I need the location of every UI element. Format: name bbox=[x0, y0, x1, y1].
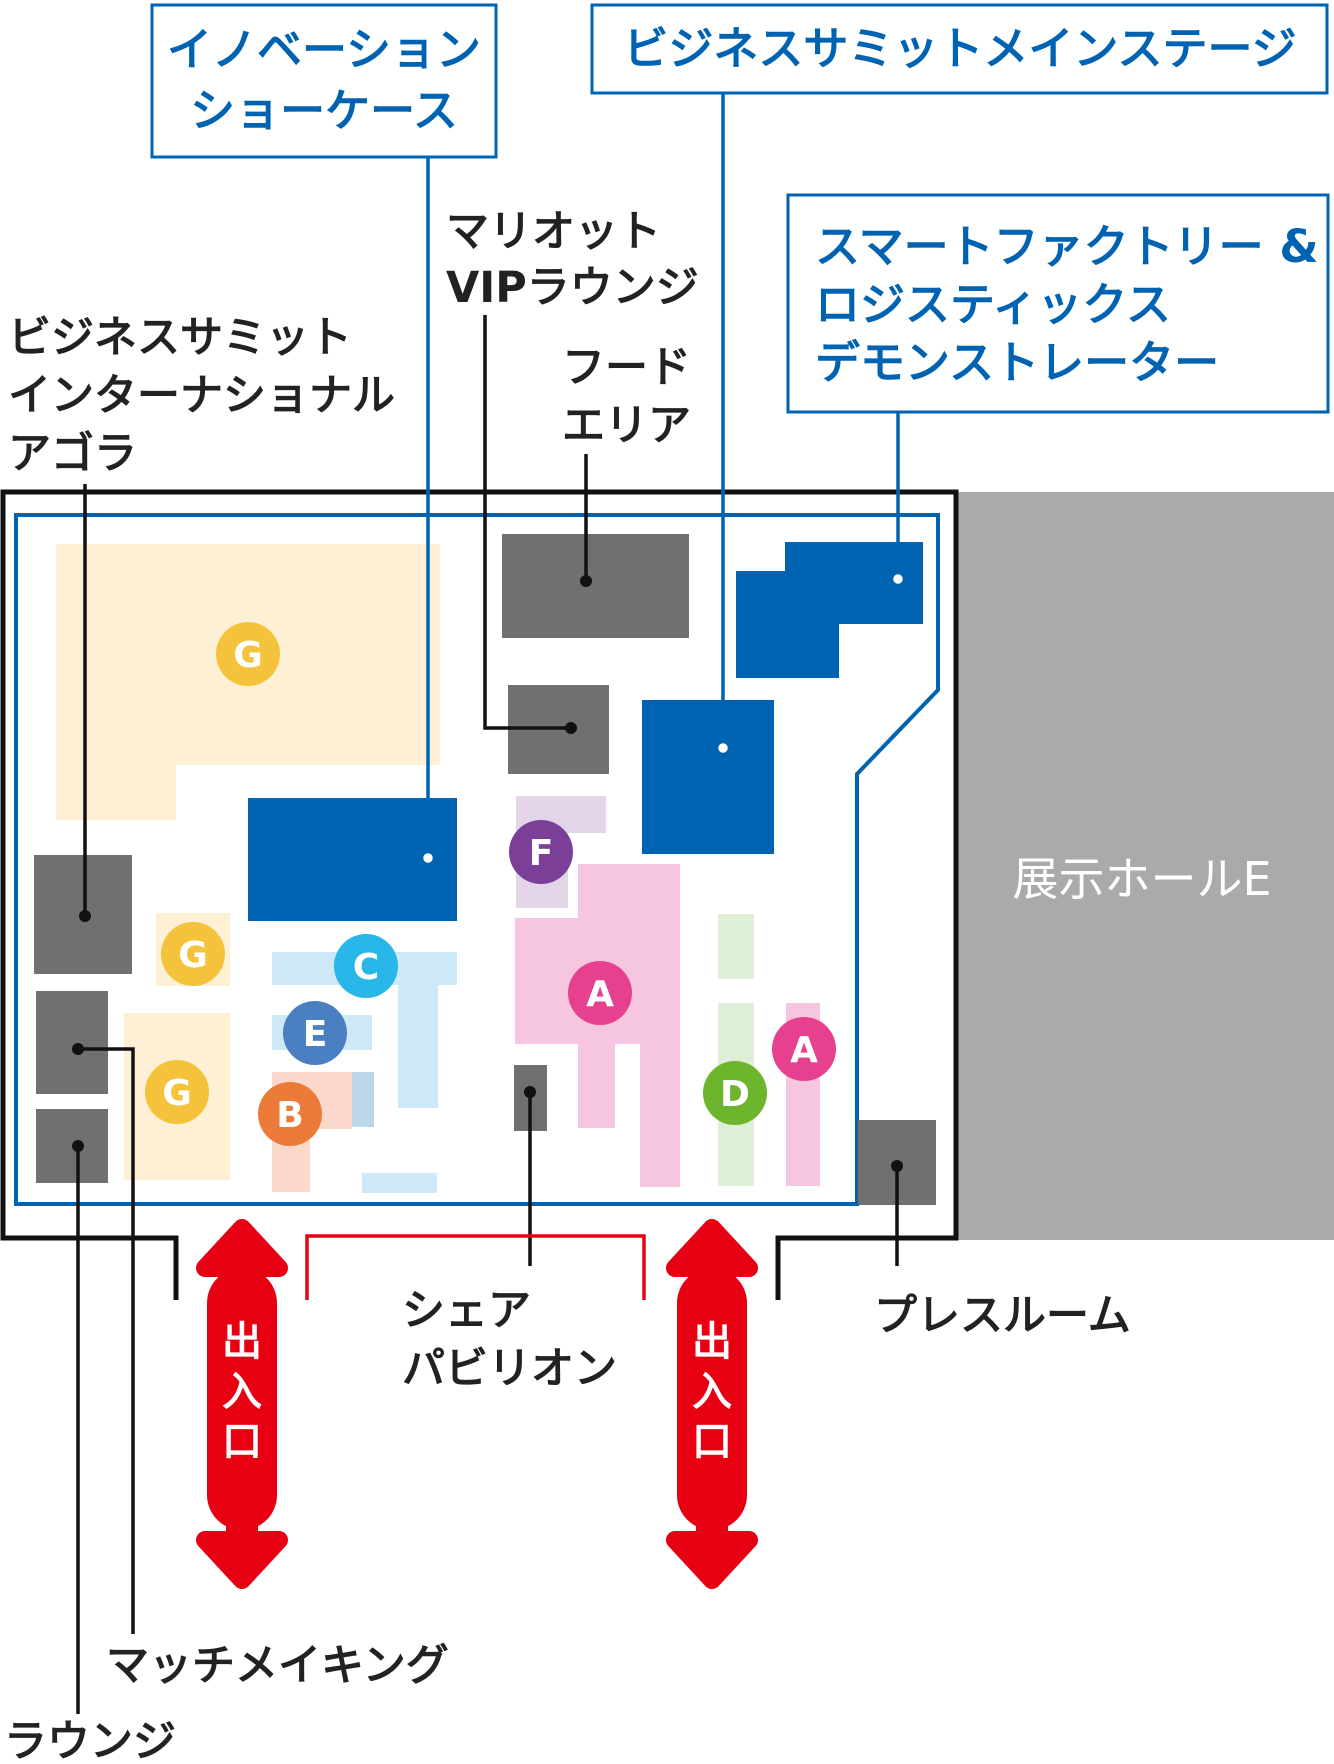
entrance-right-neck-bottom bbox=[696, 1520, 728, 1560]
dot-main-stage bbox=[715, 740, 731, 756]
entrance-left-char-2: 入 bbox=[222, 1369, 262, 1415]
marker-d-circle bbox=[703, 1061, 767, 1125]
dot-smart-factory bbox=[890, 571, 906, 587]
label-agora-line-1: ビジネスサミット bbox=[8, 313, 352, 363]
marker-b-circle bbox=[258, 1082, 322, 1146]
food-area-room[interactable] bbox=[502, 534, 689, 638]
label-food-line-1: フード bbox=[562, 343, 691, 393]
label-innovation-line-2: ショーケース bbox=[190, 84, 458, 137]
marker-c-letter: C bbox=[353, 947, 379, 988]
entrance-right-char-1: 出 bbox=[692, 1319, 732, 1365]
marker-g2[interactable]: G bbox=[161, 922, 225, 986]
label-share-pavilion-line-2: パビリオン bbox=[402, 1344, 617, 1394]
marker-a1-circle bbox=[568, 961, 632, 1025]
label-main-stage-box bbox=[590, 3, 1329, 95]
label-share-pavilion-line-1: シェア bbox=[402, 1286, 531, 1336]
zone-a-main[interactable] bbox=[515, 864, 680, 1187]
leader-matchmaking bbox=[78, 1047, 135, 1634]
label-press-room: プレスルーム bbox=[874, 1291, 1131, 1341]
marker-g1-circle bbox=[216, 622, 280, 686]
marker-f[interactable]: F bbox=[509, 820, 573, 884]
marker-f-circle bbox=[509, 820, 573, 884]
label-agora-line-3: アゴラ bbox=[8, 429, 137, 479]
entrance-left-neck-top bbox=[226, 1245, 258, 1285]
dot-share-pavilion bbox=[524, 1086, 536, 1098]
marker-c[interactable]: C bbox=[334, 934, 398, 998]
outer-wall bbox=[0, 489, 959, 1300]
dot-marriott bbox=[565, 722, 577, 734]
label-main-stage[interactable]: ビジネスサミットメインステージ bbox=[590, 3, 1329, 95]
zone-d-upper[interactable] bbox=[718, 914, 754, 979]
zone-c-bottom[interactable] bbox=[362, 1173, 437, 1193]
marker-d[interactable]: D bbox=[703, 1061, 767, 1125]
main-stage[interactable] bbox=[642, 700, 774, 854]
entrance-right[interactable]: 出 入 口 bbox=[666, 1219, 758, 1589]
zone-e-block[interactable] bbox=[352, 1072, 374, 1127]
label-main-stage-text: ビジネスサミットメインステージ bbox=[623, 22, 1296, 75]
label-marriott-line-2: VIPラウンジ bbox=[446, 263, 699, 313]
zone-c-stem[interactable] bbox=[398, 952, 438, 1108]
entrance-right-char-2: 入 bbox=[692, 1369, 732, 1415]
marker-a1[interactable]: A bbox=[568, 961, 632, 1025]
label-smart-factory-box bbox=[786, 193, 1330, 414]
marker-g3-circle bbox=[145, 1060, 209, 1124]
label-matchmaking: マッチメイキング bbox=[106, 1641, 449, 1691]
marker-g3-letter: G bbox=[162, 1073, 192, 1114]
marker-g1-letter: G bbox=[233, 635, 263, 676]
dot-lounge bbox=[72, 1140, 84, 1152]
marker-a1-letter: A bbox=[586, 974, 614, 1015]
entrance-left[interactable]: 出 入 口 bbox=[196, 1219, 288, 1589]
marker-g2-circle bbox=[161, 922, 225, 986]
label-innovation-showcase[interactable]: イノベーション ショーケース bbox=[150, 3, 498, 159]
marker-e-circle bbox=[283, 1001, 347, 1065]
dot-innovation bbox=[420, 850, 436, 866]
label-marriott-line-1: マリオット bbox=[446, 207, 661, 257]
marker-e[interactable]: E bbox=[283, 1001, 347, 1065]
entrance-left-char-1: 出 bbox=[222, 1319, 262, 1365]
marker-f-letter: F bbox=[529, 833, 554, 874]
entrance-right-char-3: 口 bbox=[692, 1419, 732, 1465]
label-lounge: ラウンジ bbox=[4, 1717, 176, 1764]
entrance-right-neck-top bbox=[696, 1245, 728, 1285]
marker-g1[interactable]: G bbox=[216, 622, 280, 686]
marker-a2-letter: A bbox=[790, 1030, 818, 1071]
label-innovation-box bbox=[150, 3, 498, 159]
marker-e-letter: E bbox=[303, 1014, 328, 1055]
smart-factory-stage[interactable] bbox=[736, 542, 923, 678]
dot-food bbox=[580, 575, 592, 587]
dot-agora bbox=[79, 910, 91, 922]
exhibit-hall-e-label: 展示ホールE bbox=[1012, 852, 1271, 906]
entrance-left-neck-bottom bbox=[226, 1520, 258, 1560]
entrance-left-char-3: 口 bbox=[222, 1419, 262, 1465]
marker-b-letter: B bbox=[276, 1095, 303, 1136]
label-smart-factory-line-3: デモンストレーター bbox=[815, 336, 1219, 389]
label-smart-factory[interactable]: スマートファクトリー & ロジスティックス デモンストレーター bbox=[786, 193, 1330, 414]
leader-marriott bbox=[483, 315, 571, 730]
entrance-right-shaft bbox=[677, 1268, 747, 1530]
label-smart-factory-line-2: ロジスティックス bbox=[815, 278, 1171, 331]
entrance-left-shaft bbox=[207, 1268, 277, 1530]
marker-a2-circle bbox=[772, 1017, 836, 1081]
marker-g3[interactable]: G bbox=[145, 1060, 209, 1124]
marker-d-letter: D bbox=[720, 1074, 750, 1115]
matchmaking-room[interactable] bbox=[36, 991, 108, 1094]
venue-boundary bbox=[14, 513, 940, 1206]
label-agora-line-2: インターナショナル bbox=[8, 371, 395, 421]
label-innovation-line-1: イノベーション bbox=[167, 23, 481, 76]
label-food-line-2: エリア bbox=[562, 401, 691, 451]
label-smart-factory-line-1: スマートファクトリー & bbox=[815, 220, 1319, 273]
marker-g2-letter: G bbox=[178, 935, 208, 976]
marker-b[interactable]: B bbox=[258, 1082, 322, 1146]
marker-c-circle bbox=[334, 934, 398, 998]
marker-a2[interactable]: A bbox=[772, 1017, 836, 1081]
exhibit-hall-e[interactable] bbox=[958, 492, 1334, 1240]
share-pavilion-bracket bbox=[305, 1234, 646, 1300]
dot-matchmaking bbox=[72, 1043, 84, 1055]
dot-press bbox=[891, 1160, 903, 1172]
